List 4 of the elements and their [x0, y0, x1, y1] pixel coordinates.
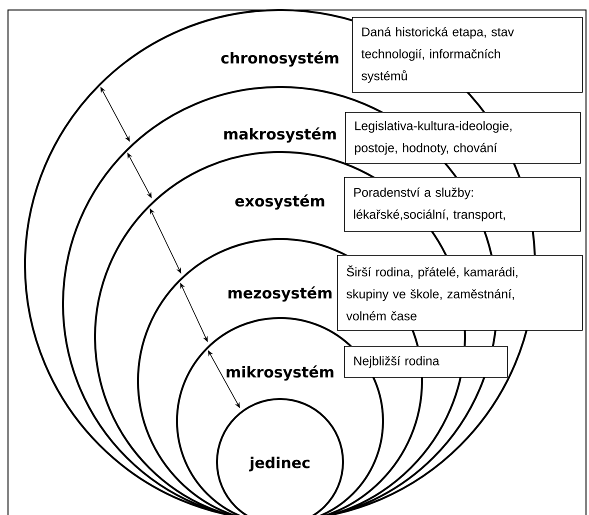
- text-box: Širší rodina, přátelé, kamarádi, skupiny ve škole, zaměstnání, volném čase: [337, 255, 583, 331]
- text-box: Poradenství a služby: lékařské,sociální, transport,: [344, 177, 581, 232]
- text-box: Legislativa-kultura-ideologie, postoje, hodnoty, chování: [345, 112, 581, 164]
- text-box: Daná historická etapa, stav technologií, informačních systémů: [352, 17, 583, 93]
